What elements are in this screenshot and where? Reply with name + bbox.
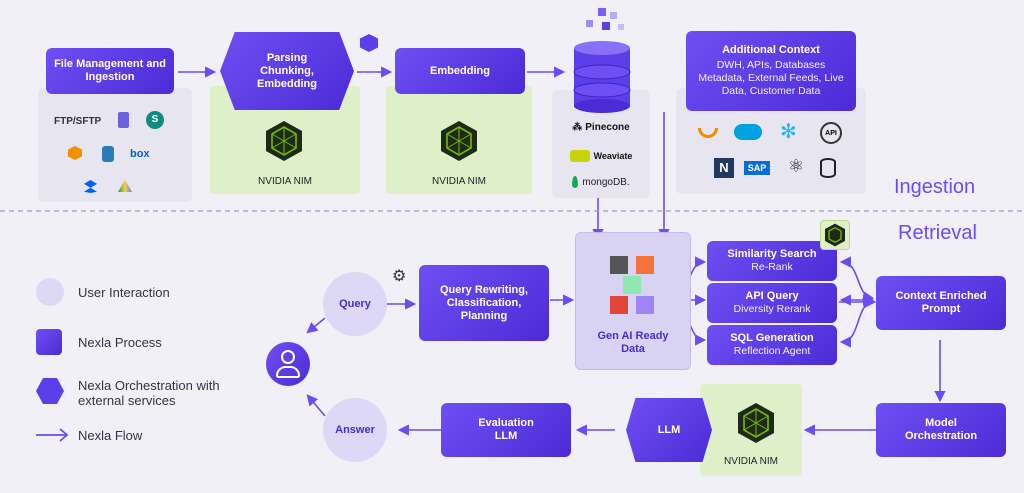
nvidia-nim-icon — [439, 120, 479, 167]
mongodb-leaf-icon — [572, 176, 579, 188]
pinecone-logo: ⁂ Pinecone — [556, 122, 646, 133]
sharepoint-icon: S — [146, 111, 164, 129]
answer-circle[interactable]: Answer — [323, 398, 387, 462]
api-query-sub: Diversity Rerank — [733, 303, 811, 315]
api-query-box: API Query Diversity Rerank — [707, 283, 837, 323]
similarity-search-label: Similarity Search — [727, 248, 817, 260]
file-management-label: File Management and Ingestion — [54, 58, 166, 83]
gen-ai-cubes-icon — [608, 252, 660, 322]
context-enriched-prompt-label: Context Enriched Prompt — [895, 290, 987, 315]
sql-generation-label: SQL Generation — [730, 332, 814, 344]
ftp-label: FTP/SFTP — [54, 116, 102, 127]
square-icon — [36, 329, 62, 355]
additional-context-lines: DWH, APIs, Databases Metadata, External … — [698, 59, 844, 97]
kafka-icon: ⚛ — [788, 156, 805, 176]
section-ingestion: Ingestion — [894, 176, 976, 198]
mongodb-label: mongoDB. — [582, 176, 630, 188]
embedding-box: Embedding — [395, 48, 525, 94]
model-orchestration-box: Model Orchestration — [876, 403, 1006, 457]
section-retrieval: Retrieval — [898, 222, 977, 244]
snowflake-icon: ✻ — [780, 121, 797, 143]
nim-label-llm: NVIDIA NIM — [724, 456, 778, 467]
pinecone-icon: ⁂ — [572, 122, 583, 133]
gen-ai-data-panel — [575, 232, 691, 370]
dropbox-icon — [84, 180, 97, 193]
context-enriched-prompt-box: Context Enriched Prompt — [876, 276, 1006, 330]
file-management-box: File Management and Ingestion — [46, 48, 174, 94]
evaluation-llm-label: Evaluation LLM — [478, 417, 534, 442]
netsuite-icon: N — [714, 158, 734, 178]
nvidia-nim-icon — [264, 120, 304, 167]
legend-nexla-orchestration: Nexla Orchestration with external servic… — [78, 378, 220, 408]
embedding-label: Embedding — [430, 64, 490, 77]
file-stack-icon — [118, 112, 129, 128]
api-gear-icon: API — [820, 122, 842, 144]
additional-context-box: Additional Context DWH, APIs, Databases … — [686, 31, 856, 111]
database-bucket-icon — [102, 146, 114, 162]
nim-label-embedding: NVIDIA NIM — [432, 176, 486, 187]
additional-context-title: Additional Context — [722, 44, 820, 56]
circle-icon — [36, 278, 64, 306]
sources-panel — [38, 88, 192, 202]
nim-label-parsing: NVIDIA NIM — [258, 176, 312, 187]
user-head-icon — [281, 350, 295, 364]
workday-icon — [698, 128, 718, 138]
legend-user-interaction: User Interaction — [78, 285, 170, 300]
query-rewriting-label: Query Rewriting, Classification, Plannin… — [439, 283, 529, 322]
sap-logo: SAP — [744, 161, 770, 175]
query-rewriting-box: Query Rewriting, Classification, Plannin… — [419, 265, 549, 341]
weaviate-logo: Weaviate — [556, 150, 646, 162]
vector-database-icon — [572, 40, 632, 119]
box-logo: box — [130, 148, 150, 160]
gen-ai-label: Gen AI Ready Data — [597, 330, 669, 355]
pinecone-label: Pinecone — [585, 122, 630, 133]
user-avatar — [266, 342, 310, 386]
parsing-chunking-embedding-box: Parsing Chunking, Embedding — [220, 32, 354, 110]
legend-nexla-process: Nexla Process — [78, 335, 162, 350]
cube-icon — [360, 34, 378, 52]
llm-label: LLM — [657, 423, 681, 436]
aws-s3-icon — [68, 146, 82, 160]
nvidia-nim-icon — [736, 402, 776, 449]
api-query-label: API Query — [745, 290, 799, 302]
weaviate-label: Weaviate — [593, 151, 633, 161]
similarity-search-box: Similarity Search Re-Rank — [707, 241, 837, 281]
webhook-icon: ⚙ — [392, 268, 407, 285]
sql-generation-sub: Reflection Agent — [733, 345, 811, 357]
arrow-icon — [36, 428, 69, 442]
user-body-icon — [276, 366, 300, 378]
evaluation-llm-box: Evaluation LLM — [441, 403, 571, 457]
mongodb-logo: mongoDB. — [556, 176, 646, 188]
weaviate-icon — [569, 150, 590, 162]
legend: User Interaction Nexla Process Nexla Orc… — [34, 278, 254, 448]
nvidia-nim-small-icon — [820, 220, 850, 250]
llm-hexagon: LLM — [626, 398, 712, 462]
parsing-label: Parsing Chunking, Embedding — [257, 51, 317, 90]
model-orchestration-label: Model Orchestration — [904, 417, 978, 442]
sql-generation-box: SQL Generation Reflection Agent — [707, 325, 837, 365]
data-particles-icon — [580, 8, 630, 38]
source-logos: FTP/SFTP S box — [44, 106, 188, 202]
similarity-search-sub: Re-Rank — [751, 261, 793, 273]
legend-nexla-flow: Nexla Flow — [78, 428, 143, 443]
salesforce-icon — [734, 124, 762, 140]
hexagon-icon — [36, 378, 64, 404]
context-logos: ✻ API N SAP ⚛ — [688, 120, 858, 186]
query-circle[interactable]: Query — [323, 272, 387, 336]
google-drive-icon — [118, 180, 132, 192]
database-icon — [820, 158, 836, 178]
